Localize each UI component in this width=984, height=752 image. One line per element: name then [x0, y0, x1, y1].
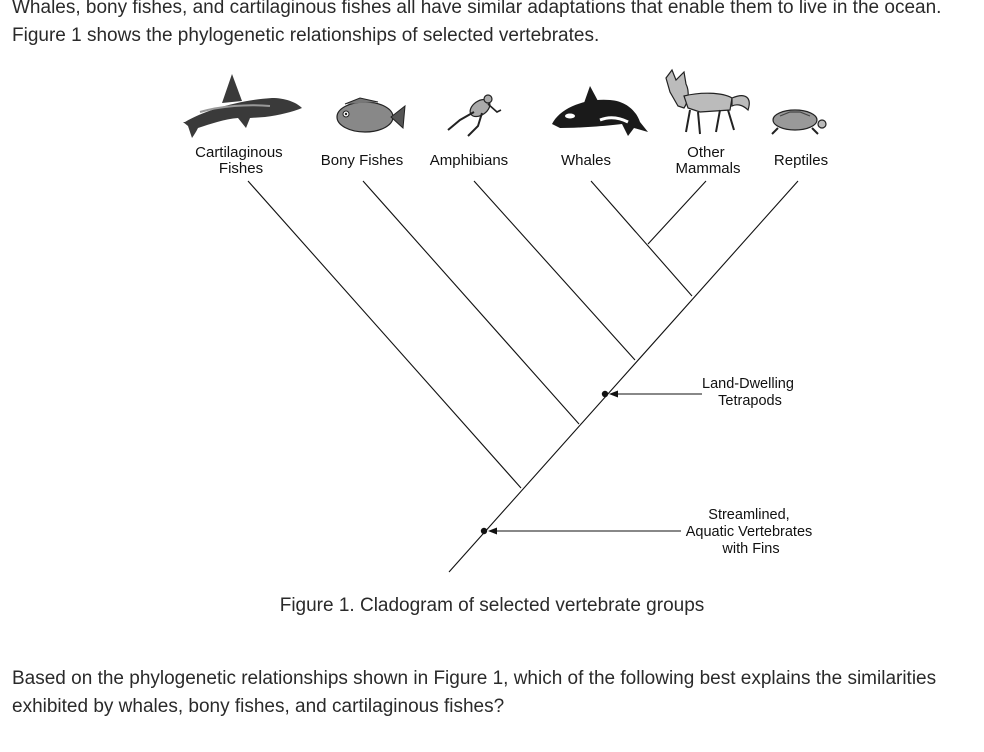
taxon-label-amphibians: Amphibians: [430, 152, 508, 169]
marker-label-streamlined-aquatic: Streamlined, Aquatic Vertebrates with Fi…: [686, 507, 817, 557]
turtle-icon: [771, 109, 827, 135]
taxon-label-whales: Whales: [561, 152, 611, 169]
cladogram-trunk: [448, 180, 799, 573]
branch-amphibians: [473, 180, 636, 361]
figure-caption: Figure 1. Cladogram of selected vertebra…: [279, 595, 705, 616]
intro-paragraph: Whales, bony fishes, and cartilaginous f…: [12, 0, 942, 46]
branch-other-mammals: [647, 180, 707, 245]
branch-whales: [590, 180, 693, 297]
taxon-label-reptiles: Reptiles: [774, 152, 828, 169]
marker-label-land-dwelling-tetrapods: Land-Dwelling Tetrapods: [702, 376, 798, 409]
frog-icon: [447, 94, 502, 137]
taxon-label-other-mammals: Other Mammals: [675, 144, 740, 177]
fish-icon: [336, 97, 406, 133]
question-prompt: Based on the phylogenetic relationships …: [12, 668, 937, 717]
orca-icon: [552, 86, 648, 136]
marker-land-dwelling-tetrapods: [601, 390, 702, 398]
branch-cartilaginous-fishes: [247, 180, 522, 489]
taxon-label-bony-fishes: Bony Fishes: [321, 152, 404, 169]
cladogram: Cartilaginous Fishes Bony Fishes Amphibi…: [183, 68, 828, 573]
shark-icon: [183, 74, 302, 138]
fox-icon: [665, 68, 750, 135]
marker-streamlined-aquatic: [480, 527, 681, 535]
branch-bony-fishes: [362, 180, 580, 425]
taxon-label-cartilaginous-fishes: Cartilaginous Fishes: [195, 144, 287, 177]
